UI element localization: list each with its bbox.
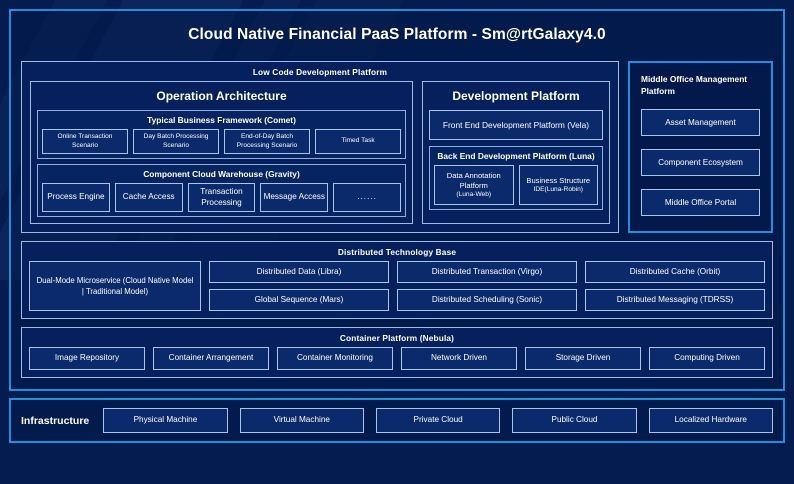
infrastructure-label: Infrastructure (21, 414, 90, 427)
low-code-platform-panel: Low Code Development Platform Operation … (21, 61, 619, 233)
luna-item-data-annotation-platform-sub: (Luna-Web) (456, 190, 492, 198)
low-code-platform-title: Low Code Development Platform (252, 67, 388, 77)
gravity-item-transaction-processing[interactable]: Transaction Processing (187, 183, 256, 212)
page-title: Cloud Native Financial PaaS Platform - S… (188, 26, 606, 43)
infrastructure-item-localized-hardware[interactable]: Localized Hardware (648, 408, 773, 433)
distributed-technology-base-title: Distributed Technology Base (337, 247, 457, 257)
luna-item-business-structure-ide-label: Business Structure (526, 175, 591, 185)
dtb-column-3: Distributed Cache (Orbit) Distributed Me… (585, 261, 765, 311)
luna-item-business-structure-ide-sub: IDE(Luna-Robin) (533, 185, 583, 193)
infrastructure-panel: Infrastructure Physical Machine Virtual … (9, 398, 785, 443)
container-platform-panel: Container Platform (Nebula) Image Reposi… (21, 327, 773, 378)
infrastructure-item-public-cloud[interactable]: Public Cloud (512, 408, 637, 433)
comet-item-timed-task[interactable]: Timed Task (315, 129, 401, 154)
luna-item-data-annotation-platform[interactable]: Data Annotation Platform (Luna-Web) (434, 165, 514, 205)
middle-office-item-portal[interactable]: Middle Office Portal (641, 189, 760, 217)
infrastructure-item-physical-machine[interactable]: Physical Machine (103, 408, 228, 433)
development-platform-panel: Development Platform Front End Developme… (422, 81, 610, 224)
operation-architecture-title: Operation Architecture (156, 89, 287, 103)
gravity-item-process-engine[interactable]: Process Engine (42, 183, 110, 212)
container-item-container-arrangement[interactable]: Container Arrangement (153, 347, 269, 370)
container-item-image-repository[interactable]: Image Repository (29, 347, 145, 370)
dtb-item-distributed-messaging[interactable]: Distributed Messaging (TDRSS) (585, 289, 765, 311)
container-item-computing-driven[interactable]: Computing Driven (649, 347, 765, 370)
dtb-column-2: Distributed Transaction (Virgo) Distribu… (397, 261, 577, 311)
middle-office-management-title: Middle Office Management Platform (641, 74, 748, 97)
infrastructure-item-private-cloud[interactable]: Private Cloud (375, 408, 501, 433)
comet-item-online-transaction[interactable]: Online Transaction Scenario (42, 129, 128, 154)
container-platform-title: Container Platform (Nebula) (339, 333, 455, 343)
dtb-item-global-sequence[interactable]: Global Sequence (Mars) (209, 289, 389, 311)
distributed-technology-base-panel: Distributed Technology Base Dual-Mode Mi… (21, 241, 773, 319)
luna-item-business-structure-ide[interactable]: Business Structure IDE(Luna-Robin) (518, 165, 598, 205)
container-item-container-monitoring[interactable]: Container Monitoring (277, 347, 393, 370)
typical-business-framework-group: Typical Business Framework (Comet) Onlin… (37, 110, 406, 159)
infrastructure-item-virtual-machine[interactable]: Virtual Machine (239, 408, 364, 433)
dtb-item-distributed-data[interactable]: Distributed Data (Libra) (209, 261, 389, 283)
middle-office-item-asset-management[interactable]: Asset Management (641, 109, 760, 137)
platform-frame: Cloud Native Financial PaaS Platform - S… (9, 9, 785, 391)
development-platform-title: Development Platform (452, 89, 580, 103)
gravity-item-more[interactable]: ...... (333, 183, 401, 212)
typical-business-framework-title: Typical Business Framework (Comet) (147, 115, 296, 125)
gravity-item-message-access[interactable]: Message Access (260, 183, 329, 212)
middle-office-item-component-ecosystem[interactable]: Component Ecosystem (641, 149, 760, 177)
comet-item-day-batch[interactable]: Day Batch Processing Scenario (133, 129, 219, 154)
gravity-item-cache-access[interactable]: Cache Access (114, 183, 183, 212)
container-item-network-driven[interactable]: Network Driven (401, 347, 517, 370)
dual-mode-microservice-wrapper: Dual-Mode Microservice (Cloud Native Mod… (29, 261, 201, 311)
component-cloud-warehouse-group: Component Cloud Warehouse (Gravity) Proc… (37, 164, 406, 217)
dual-mode-microservice-box[interactable]: Dual-Mode Microservice (Cloud Native Mod… (29, 261, 201, 311)
dtb-item-distributed-cache[interactable]: Distributed Cache (Orbit) (585, 261, 765, 283)
front-end-development-platform-box[interactable]: Front End Development Platform (Vela) (429, 110, 603, 140)
top-row: Low Code Development Platform Operation … (21, 61, 773, 233)
container-item-storage-driven[interactable]: Storage Driven (525, 347, 641, 370)
back-end-development-platform-title: Back End Development Platform (Luna) (437, 151, 595, 161)
operation-architecture-panel: Operation Architecture Typical Business … (30, 81, 413, 224)
back-end-development-platform-group: Back End Development Platform (Luna) Dat… (429, 146, 603, 210)
dtb-item-distributed-scheduling[interactable]: Distributed Scheduling (Sonic) (397, 289, 577, 311)
comet-item-eod-batch[interactable]: End-of-Day Batch Processing Scenario (224, 129, 310, 154)
dtb-item-distributed-transaction[interactable]: Distributed Transaction (Virgo) (397, 261, 577, 283)
luna-item-data-annotation-platform-label: Data Annotation Platform (446, 171, 501, 190)
component-cloud-warehouse-title: Component Cloud Warehouse (Gravity) (143, 169, 300, 179)
middle-office-management-panel: Middle Office Management Platform Asset … (628, 61, 773, 233)
dtb-column-1: Distributed Data (Libra) Global Sequence… (209, 261, 389, 311)
